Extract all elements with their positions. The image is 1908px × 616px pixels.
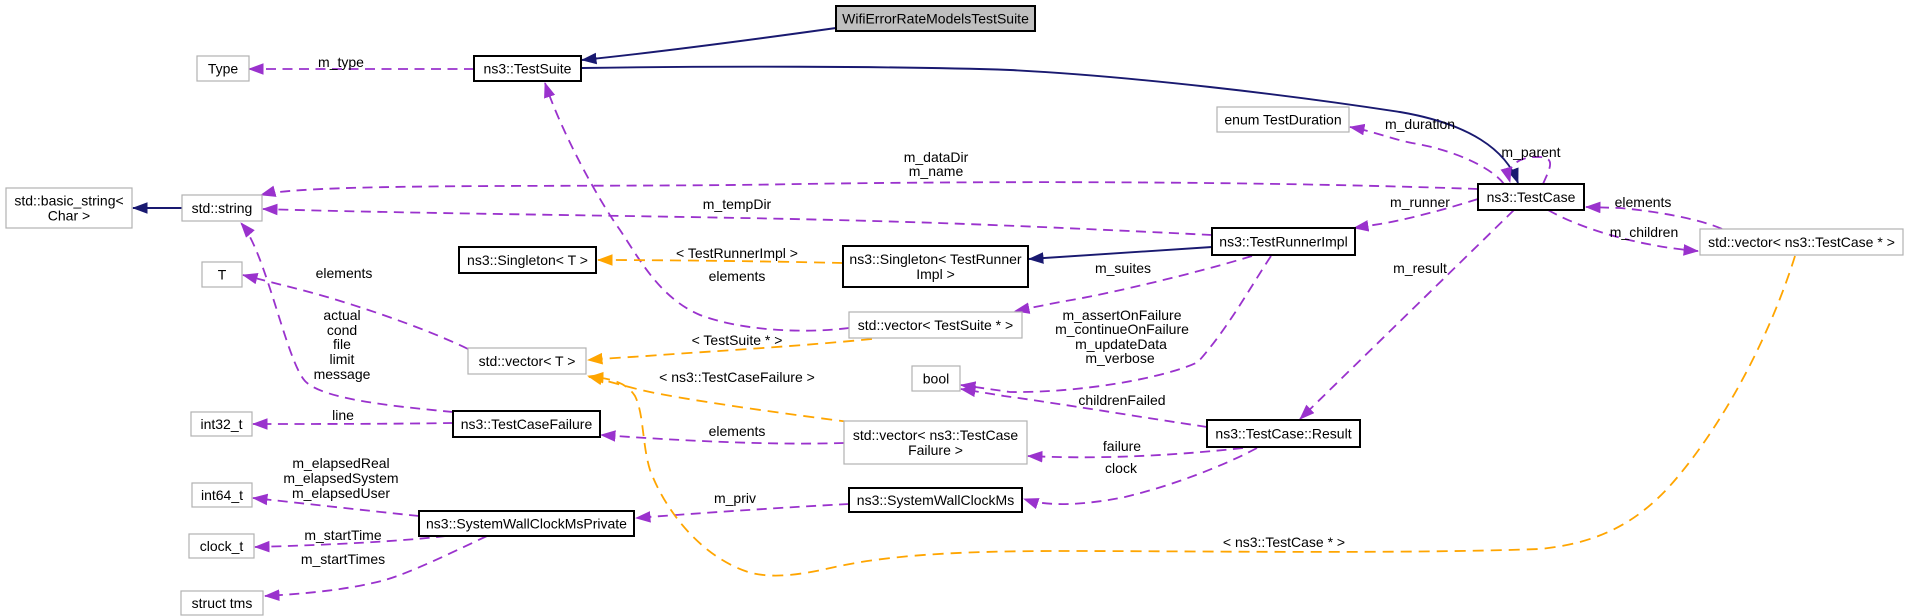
svg-text:ns3::TestCase::Result: ns3::TestCase::Result xyxy=(1215,426,1351,442)
svg-text:file: file xyxy=(333,336,351,352)
svg-text:ns3::TestCase: ns3::TestCase xyxy=(1487,189,1576,205)
svg-text:int32_t: int32_t xyxy=(200,416,242,432)
svg-text:m_elapsedSystem: m_elapsedSystem xyxy=(283,470,398,486)
svg-text:int64_t: int64_t xyxy=(201,487,243,503)
svg-text:std::string: std::string xyxy=(192,200,253,216)
svg-text:failure: failure xyxy=(1103,438,1141,454)
svg-text:ns3::Singleton< T >: ns3::Singleton< T > xyxy=(467,252,588,268)
svg-text:limit: limit xyxy=(330,351,355,367)
svg-text:Impl >: Impl > xyxy=(916,266,955,282)
svg-text:std::vector< T >: std::vector< T > xyxy=(479,353,576,369)
svg-text:m_type: m_type xyxy=(318,54,364,70)
svg-text:m_elapsedReal: m_elapsedReal xyxy=(292,455,389,471)
svg-text:std::vector< ns3::TestCase * >: std::vector< ns3::TestCase * > xyxy=(1708,234,1895,250)
svg-text:m_suites: m_suites xyxy=(1095,260,1151,276)
svg-text:Failure >: Failure > xyxy=(908,442,963,458)
svg-text:ns3::SystemWallClockMsPrivate: ns3::SystemWallClockMsPrivate xyxy=(426,516,627,532)
svg-text:m_dataDir: m_dataDir xyxy=(904,149,969,165)
svg-text:m_verbose: m_verbose xyxy=(1085,350,1154,366)
svg-text:m_parent: m_parent xyxy=(1501,144,1560,160)
svg-text:ns3::TestCaseFailure: ns3::TestCaseFailure xyxy=(461,416,593,432)
svg-text:struct tms: struct tms xyxy=(192,595,253,611)
svg-text:elements: elements xyxy=(316,265,373,281)
svg-text:< TestRunnerImpl >: < TestRunnerImpl > xyxy=(676,245,798,261)
svg-text:m_continueOnFailure: m_continueOnFailure xyxy=(1055,321,1189,337)
svg-text:ns3::SystemWallClockMs: ns3::SystemWallClockMs xyxy=(857,492,1014,508)
svg-text:bool: bool xyxy=(923,371,949,387)
svg-text:T: T xyxy=(218,267,227,283)
svg-text:m_children: m_children xyxy=(1610,224,1678,240)
svg-text:m_name: m_name xyxy=(909,163,964,179)
svg-text:ns3::TestSuite: ns3::TestSuite xyxy=(484,61,572,77)
svg-text:std::vector< TestSuite * >: std::vector< TestSuite * > xyxy=(858,317,1013,333)
svg-text:std::basic_string<: std::basic_string< xyxy=(14,193,123,209)
svg-text:clock: clock xyxy=(1105,460,1138,476)
svg-text:elements: elements xyxy=(1615,194,1672,210)
svg-text:m_elapsedUser: m_elapsedUser xyxy=(292,485,390,501)
svg-text:m_updateData: m_updateData xyxy=(1075,336,1167,352)
svg-text:m_priv: m_priv xyxy=(714,490,756,506)
svg-text:WifiErrorRateModelsTestSuite: WifiErrorRateModelsTestSuite xyxy=(842,11,1029,27)
svg-text:line: line xyxy=(332,407,354,423)
svg-text:clock_t: clock_t xyxy=(200,538,244,554)
svg-text:m_startTimes: m_startTimes xyxy=(301,551,385,567)
svg-text:< TestSuite * >: < TestSuite * > xyxy=(692,332,783,348)
svg-text:elements: elements xyxy=(709,423,766,439)
svg-text:m_runner: m_runner xyxy=(1390,194,1450,210)
svg-text:ns3::TestRunnerImpl: ns3::TestRunnerImpl xyxy=(1219,234,1347,250)
svg-text:ns3::Singleton< TestRunner: ns3::Singleton< TestRunner xyxy=(849,251,1021,267)
svg-text:m_assertOnFailure: m_assertOnFailure xyxy=(1062,307,1181,323)
svg-text:Type: Type xyxy=(208,61,239,77)
svg-text:elements: elements xyxy=(709,268,766,284)
svg-text:std::vector< ns3::TestCase: std::vector< ns3::TestCase xyxy=(853,427,1019,443)
svg-text:enum TestDuration: enum TestDuration xyxy=(1224,112,1341,128)
svg-text:actual: actual xyxy=(323,307,360,323)
svg-text:m_result: m_result xyxy=(1393,260,1447,276)
svg-text:m_duration: m_duration xyxy=(1385,116,1455,132)
svg-text:cond: cond xyxy=(327,322,357,338)
svg-text:m_tempDir: m_tempDir xyxy=(703,196,772,212)
svg-text:< ns3::TestCase * >: < ns3::TestCase * > xyxy=(1223,534,1345,550)
svg-text:< ns3::TestCaseFailure >: < ns3::TestCaseFailure > xyxy=(659,369,815,385)
svg-text:m_startTime: m_startTime xyxy=(304,527,381,543)
svg-text:childrenFailed: childrenFailed xyxy=(1078,392,1165,408)
svg-text:Char >: Char > xyxy=(48,208,90,224)
svg-text:message: message xyxy=(314,366,371,382)
